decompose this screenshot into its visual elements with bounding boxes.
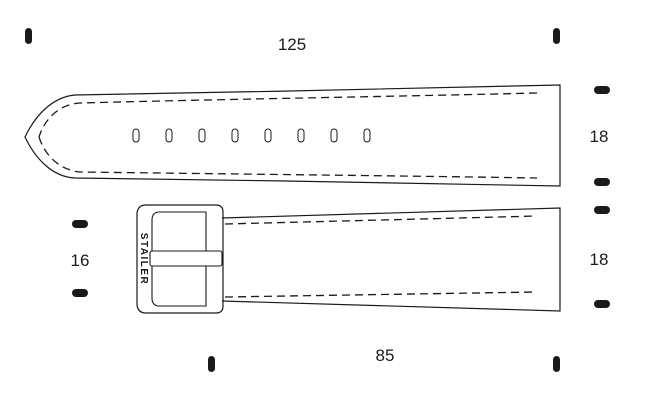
- marker-bottom-right: [553, 356, 560, 372]
- strap-hole: [132, 128, 140, 143]
- short-strap-piece: [221, 207, 561, 312]
- strap-hole: [297, 128, 305, 143]
- strap-holes: [132, 128, 371, 143]
- marker-bottom-left: [208, 356, 215, 372]
- dimension-markers: [25, 28, 610, 372]
- strap-hole: [363, 128, 371, 143]
- buckle-frame: [136, 204, 224, 314]
- strap-hole: [165, 128, 173, 143]
- buckle-tongue: [149, 250, 223, 267]
- long-strap-outline: [24, 84, 561, 187]
- marker-top-left: [25, 28, 32, 44]
- short-piece-width-label: 18: [589, 250, 609, 269]
- long-strap-stitch-top: [38, 92, 538, 138]
- long-strap-stitch-bottom: [38, 136, 538, 179]
- strap-hole: [264, 128, 272, 143]
- marker-short-top: [594, 206, 610, 214]
- buckle-inner-frame: [151, 211, 207, 307]
- top-length-label: 125: [277, 35, 307, 54]
- marker-short-bottom: [594, 300, 610, 308]
- buckle-width-label: 16: [70, 251, 90, 270]
- marker-long-top: [594, 86, 610, 94]
- long-piece-width-label: 18: [589, 127, 609, 146]
- marker-buckle-bottom: [72, 289, 88, 297]
- marker-top-right: [553, 28, 560, 44]
- buckle: STAILER: [136, 204, 224, 314]
- marker-buckle-top: [72, 220, 88, 228]
- marker-long-bottom: [594, 178, 610, 186]
- bottom-length-label: 85: [375, 346, 395, 365]
- strap-hole: [330, 128, 338, 143]
- strap-hole: [231, 128, 239, 143]
- long-strap-piece: [24, 84, 561, 187]
- short-strap-outline: [221, 207, 561, 312]
- buckle-brand-text: STAILER: [138, 233, 149, 286]
- strap-hole: [198, 128, 206, 143]
- short-strap-stitch-top: [224, 215, 538, 225]
- short-strap-stitch-bottom: [224, 291, 538, 298]
